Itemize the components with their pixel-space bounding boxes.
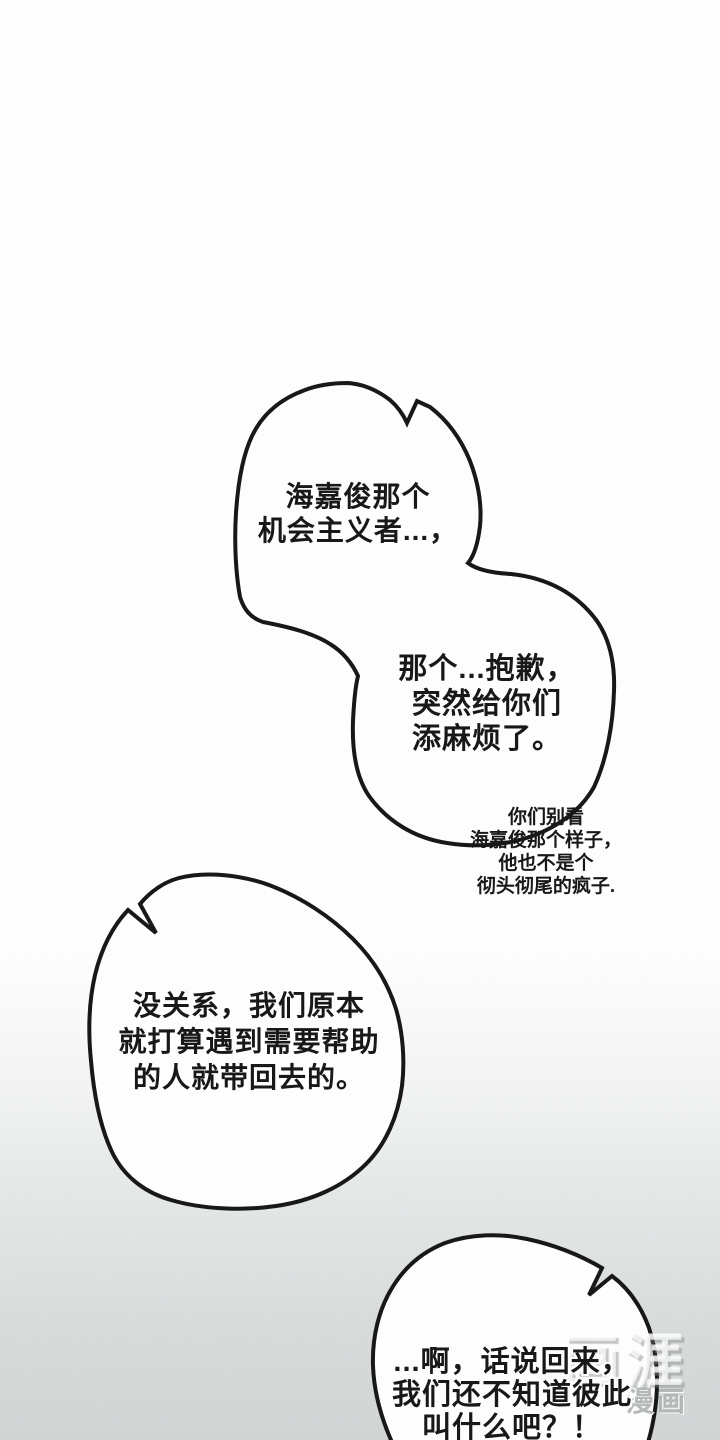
watermark-subtitle-text: 漫画 (626, 1386, 689, 1417)
speech-bubble-4-text: ...啊，话说回来， 我们还不知道彼此 叫什么吧？！ (392, 1346, 633, 1440)
speech-bubble-1-2-outline (233, 380, 617, 848)
speech-bubble-2-text: 那个...抱歉， 突然给你们 添麻烦了。 (398, 653, 576, 755)
handwritten-aside-text: 你们别看 海嘉俊那个样子， 他也不是个 彻头彻尾的疯子. (469, 807, 622, 897)
speech-bubble-1-text: 海嘉俊那个 机会主义者...， (257, 481, 459, 546)
speech-bubble-3-text: 没关系，我们原本 就打算遇到需要帮助 的人就带回去的。 (118, 990, 380, 1093)
